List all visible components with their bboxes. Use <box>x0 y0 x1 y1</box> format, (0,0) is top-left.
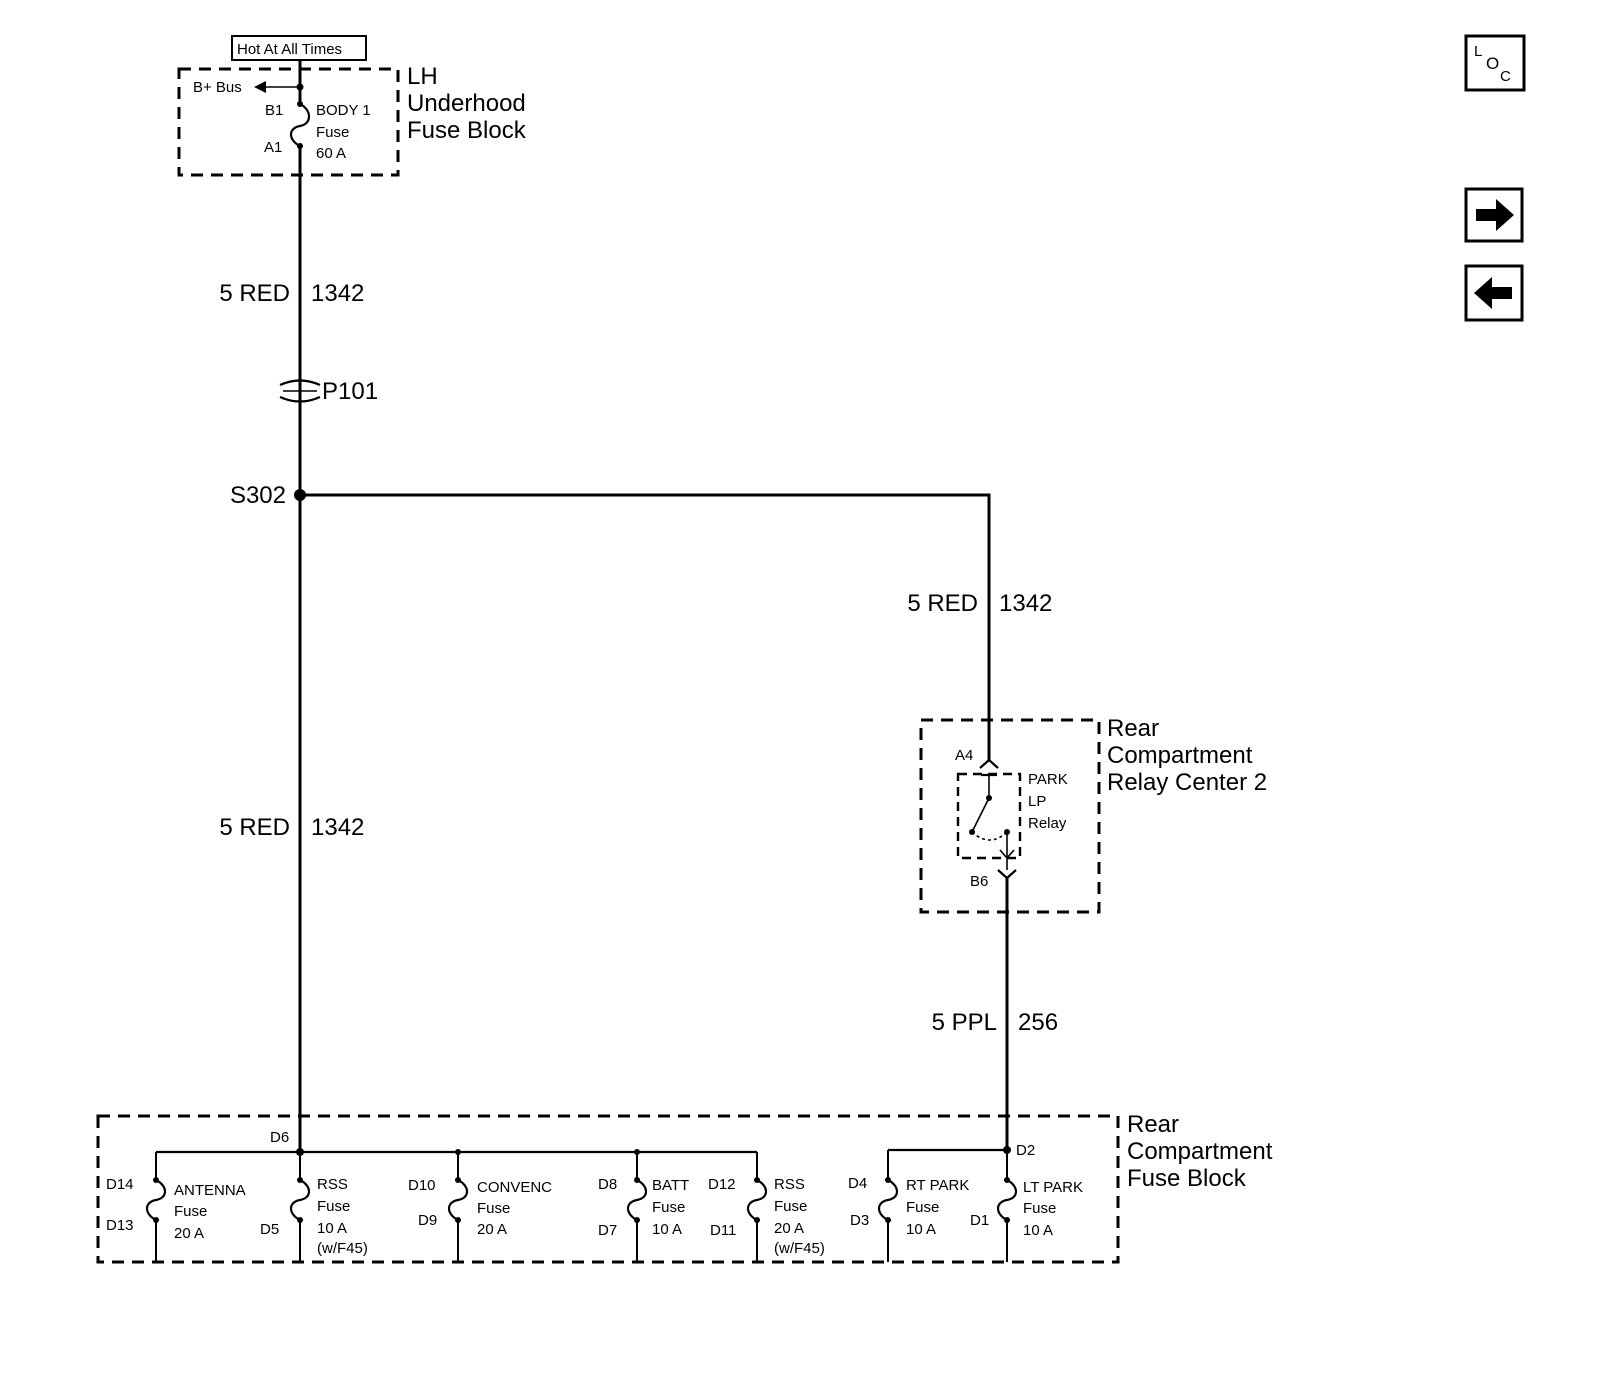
s302-label: S302 <box>230 482 286 509</box>
b-plus-bus-label: B+ Bus <box>193 79 242 96</box>
rss-10a-fuse: D5 RSS Fuse 10 A (w/F45) <box>260 1152 368 1262</box>
svg-text:RSS: RSS <box>317 1176 348 1193</box>
loc-button[interactable]: L O C <box>1464 34 1526 92</box>
lt-park-fuse: D1 LT PARK Fuse 10 A <box>970 1150 1083 1262</box>
lh-underhood-fuse-block: LH Underhood Fuse Block B+ Bus B1 A1 BOD… <box>177 60 527 177</box>
next-page-button[interactable] <box>1464 187 1524 243</box>
wire3-circuit: 1342 <box>999 590 1052 617</box>
loc-letter-l: L <box>1474 43 1482 60</box>
lh-block-title-3: Fuse Block <box>407 117 527 144</box>
svg-text:RT PARK: RT PARK <box>906 1177 969 1194</box>
relay-center-outline <box>919 718 1101 914</box>
svg-text:20 A: 20 A <box>174 1225 204 1242</box>
lh-fuse-block-outline <box>177 67 400 177</box>
rear-pin-d6: D6 <box>270 1129 289 1146</box>
rss-20a-fuse: D12 D11 RSS Fuse 20 A (w/F45) <box>708 1152 825 1262</box>
svg-text:RSS: RSS <box>774 1176 805 1193</box>
relay-switch-blade <box>971 797 990 833</box>
arrow-right-icon <box>1476 199 1514 231</box>
svg-text:(w/F45): (w/F45) <box>774 1240 825 1257</box>
svg-text:ANTENNA: ANTENNA <box>174 1182 246 1199</box>
svg-text:D14: D14 <box>106 1176 134 1193</box>
svg-text:20 A: 20 A <box>477 1221 507 1238</box>
svg-text:(w/F45): (w/F45) <box>317 1240 368 1257</box>
loc-letter-c: C <box>1500 68 1511 85</box>
svg-text:Fuse: Fuse <box>477 1200 510 1217</box>
park-lp-relay-outline <box>956 772 1022 860</box>
relay-pin-a4: A4 <box>955 747 973 764</box>
batt-fuse: D8 D7 BATT Fuse 10 A <box>598 1152 689 1262</box>
svg-text:10 A: 10 A <box>317 1220 347 1237</box>
svg-text:D5: D5 <box>260 1221 279 1238</box>
wire1-color: 5 RED <box>219 280 290 307</box>
svg-text:CONVENC: CONVENC <box>477 1179 552 1196</box>
wire2-color: 5 RED <box>219 814 290 841</box>
rear-pin-d2: D2 <box>1016 1142 1035 1159</box>
p101-label: P101 <box>322 378 378 405</box>
svg-text:D12: D12 <box>708 1176 736 1193</box>
wire4-circuit: 256 <box>1018 1009 1058 1036</box>
rear-fuse-title-2: Compartment <box>1127 1138 1273 1165</box>
wire4-color: 5 PPL <box>932 1009 997 1036</box>
rear-fuse-title-1: Rear <box>1127 1111 1179 1138</box>
relay-name-1: PARK <box>1028 771 1068 788</box>
svg-text:10 A: 10 A <box>906 1221 936 1238</box>
svg-text:D1: D1 <box>970 1212 989 1229</box>
relay-pin-b6: B6 <box>970 873 988 890</box>
svg-text:LT PARK: LT PARK <box>1023 1179 1083 1196</box>
branch-wire-to-relay <box>300 493 991 760</box>
body1-fuse-symbol <box>289 103 311 147</box>
rear-compartment-relay-center-2: Rear Compartment Relay Center 2 A4 PARK … <box>919 715 1267 914</box>
rear-fuse-block-outline <box>96 1114 1120 1264</box>
relay-center-title-2: Compartment <box>1107 742 1253 769</box>
relay-name-2: LP <box>1028 793 1046 810</box>
svg-text:D10: D10 <box>408 1177 436 1194</box>
p101-connector: P101 <box>279 378 378 405</box>
b-plus-bus-arrow-icon <box>254 81 266 93</box>
svg-text:Fuse: Fuse <box>906 1199 939 1216</box>
svg-text:D4: D4 <box>848 1175 867 1192</box>
svg-text:D13: D13 <box>106 1217 134 1234</box>
svg-text:20 A: 20 A <box>774 1220 804 1237</box>
svg-text:D9: D9 <box>418 1212 437 1229</box>
svg-text:Fuse: Fuse <box>652 1199 685 1216</box>
rt-park-fuse: D4 D3 RT PARK Fuse 10 A <box>848 1150 969 1262</box>
rear-fuse-title-3: Fuse Block <box>1127 1165 1247 1192</box>
svg-text:D7: D7 <box>598 1222 617 1239</box>
loc-letter-o: O <box>1486 54 1499 73</box>
convenc-fuse: D10 D9 CONVENC Fuse 20 A <box>408 1152 552 1262</box>
body1-fuse-rating: 60 A <box>316 145 346 162</box>
antenna-fuse: D14 D13 ANTENNA Fuse 20 A <box>106 1152 246 1262</box>
wire1-circuit: 1342 <box>311 280 364 307</box>
lh-pin-b1: B1 <box>265 102 283 119</box>
svg-text:D3: D3 <box>850 1212 869 1229</box>
svg-text:D11: D11 <box>710 1222 736 1239</box>
rear-compartment-fuse-block: Rear Compartment Fuse Block D6 D2 D14 D1… <box>96 1111 1273 1264</box>
svg-text:10 A: 10 A <box>652 1221 682 1238</box>
lh-block-title-1: LH <box>407 63 438 90</box>
body1-fuse-word: Fuse <box>316 124 349 141</box>
previous-page-button[interactable] <box>1464 264 1524 322</box>
svg-text:D8: D8 <box>598 1176 617 1193</box>
relay-center-title-3: Relay Center 2 <box>1107 769 1267 796</box>
arrow-left-icon <box>1474 277 1512 309</box>
svg-text:Fuse: Fuse <box>317 1198 350 1215</box>
lh-pin-a1: A1 <box>264 139 282 156</box>
relay-name-3: Relay <box>1028 815 1067 832</box>
wire3-color: 5 RED <box>907 590 978 617</box>
svg-text:10 A: 10 A <box>1023 1222 1053 1239</box>
svg-text:Fuse: Fuse <box>1023 1200 1056 1217</box>
relay-center-title-1: Rear <box>1107 715 1159 742</box>
hot-at-all-times-label: Hot At All Times <box>231 35 367 61</box>
body1-fuse-name: BODY 1 <box>316 102 371 119</box>
lh-block-title-2: Underhood <box>407 90 526 117</box>
svg-text:Fuse: Fuse <box>774 1198 807 1215</box>
svg-text:Hot At All Times: Hot At All Times <box>237 41 342 58</box>
svg-text:Fuse: Fuse <box>174 1203 207 1220</box>
wire2-circuit: 1342 <box>311 814 364 841</box>
svg-text:BATT: BATT <box>652 1177 689 1194</box>
